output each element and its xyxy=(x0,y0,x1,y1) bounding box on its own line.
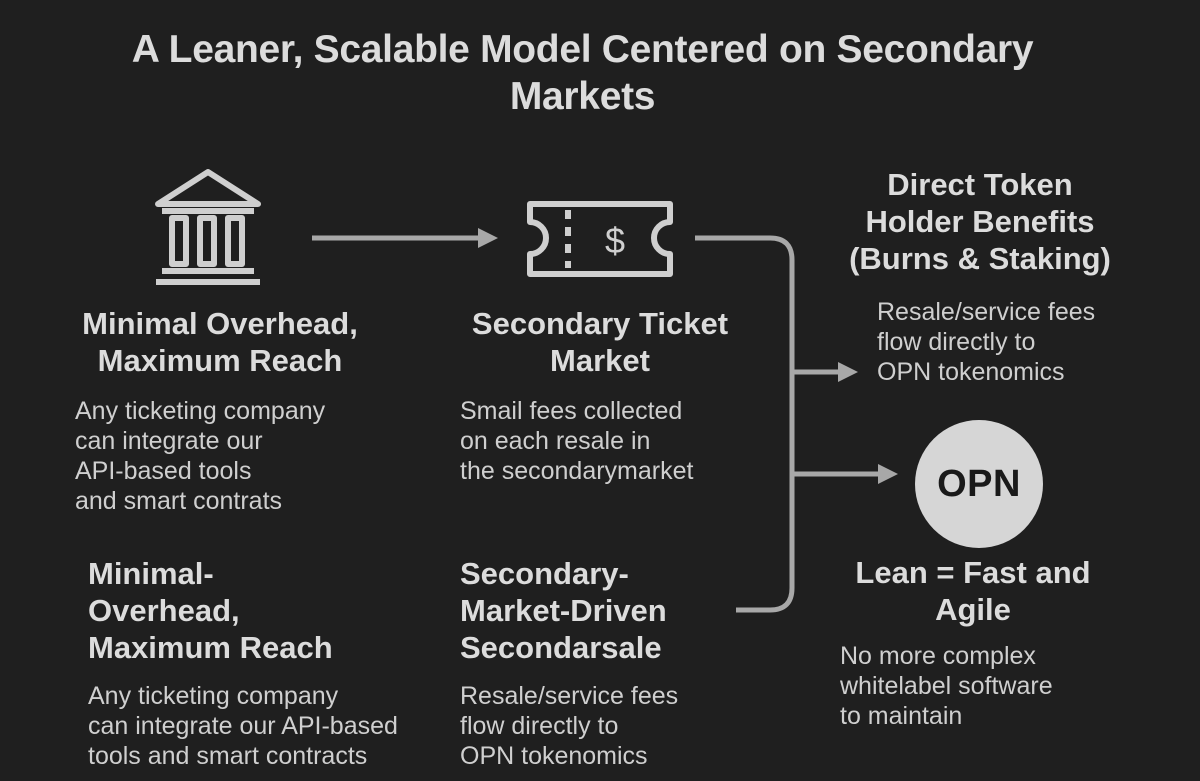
opn-token-badge: OPN xyxy=(915,420,1043,548)
ticket-dollar-symbol: $ xyxy=(605,220,625,261)
col3-body: Resale/service fees flow directly to OPN… xyxy=(877,298,1096,386)
col1-heading: Minimal Overhead, Maximum Reach xyxy=(82,306,358,378)
page-title: A Leaner, Scalable Model Centered on Sec… xyxy=(131,28,1034,118)
col3-body-2: No more complex whitelabel software to m… xyxy=(840,642,1053,730)
col3-heading: Direct Token Holder Benefits (Burns & St… xyxy=(849,167,1111,276)
col2-body: Smail fees collected on each resale in t… xyxy=(460,397,694,485)
col3-heading-2: Lean = Fast and Agile xyxy=(855,555,1091,627)
col2-body-2: Resale/service fees flow directly to OPN… xyxy=(460,682,679,770)
col1-body: Any ticketing company can integrate our … xyxy=(75,397,326,515)
col2-heading-2: Secondary- Market-Driven Secondarsale xyxy=(460,556,667,665)
col1-heading-2: Minimal- Overhead, Maximum Reach xyxy=(88,556,333,665)
opn-badge-label: OPN xyxy=(937,462,1021,505)
flow-connector xyxy=(695,235,795,613)
bank-icon xyxy=(155,169,261,285)
ticket-dollar-icon xyxy=(527,201,673,277)
col1-body-2: Any ticketing company can integrate our … xyxy=(88,682,398,770)
col2-heading: Secondary Ticket Market xyxy=(471,306,729,378)
